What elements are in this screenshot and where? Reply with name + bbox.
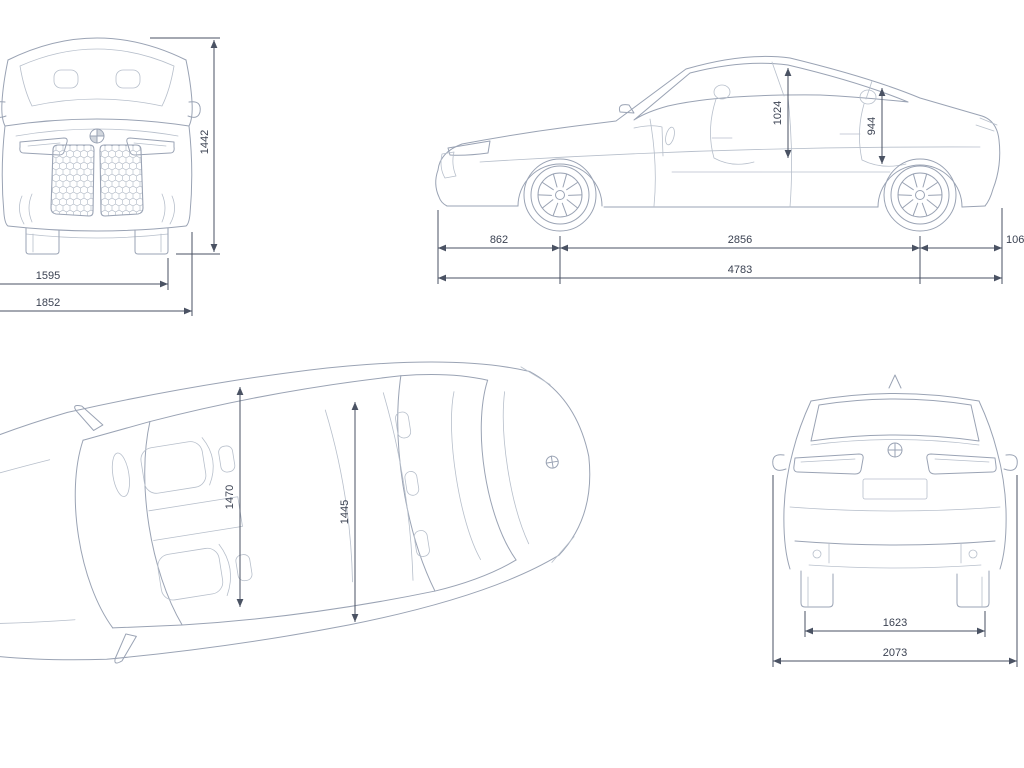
front-headrest-left (53, 69, 79, 89)
rear-view-drawing: 1623 2073 (772, 374, 1018, 667)
top-steering-wheel (111, 452, 130, 497)
taillight-left (793, 453, 864, 475)
rear-mirror-right (1003, 454, 1018, 471)
rear-seat-headrest (859, 89, 877, 105)
side-dimensions (437, 68, 1003, 284)
front-mirror-right (187, 101, 201, 118)
front-headrest-right (115, 69, 141, 89)
front-wheel (523, 158, 597, 232)
rear-mirror-left (772, 454, 787, 471)
rear-reflector-left (812, 549, 822, 559)
rear-dimensions (772, 475, 1018, 667)
dim-headroom-rear-label: 944 (866, 117, 878, 135)
rear-window (810, 398, 980, 442)
front-seat-left (140, 441, 207, 494)
top-dimensions (236, 387, 359, 622)
top-mirror-right (114, 633, 137, 664)
steering-wheel (665, 126, 675, 146)
windshield-cowl-line (74, 439, 114, 629)
front-seat-headrest (713, 84, 731, 100)
dim-wheelbase-label: 2856 (728, 234, 752, 246)
rear-tire-left (800, 570, 834, 608)
rear-wheel (883, 158, 957, 232)
rear-reflector-right (968, 549, 978, 559)
dim-interior-width-front-label: 1470 (224, 485, 236, 509)
dim-length-label: 4783 (728, 264, 752, 276)
dim-front-track-label: 1595 (36, 270, 60, 282)
front-wheel-arch (517, 163, 603, 207)
top-bmw-roundel-icon (545, 455, 559, 469)
top-car-outline (0, 361, 591, 664)
dim-interior-width-rear-label: 1445 (339, 500, 351, 524)
side-headlight (447, 140, 491, 156)
top-mirror-left (74, 404, 104, 431)
top-interior (111, 392, 430, 601)
side-interior (633, 84, 907, 173)
kidney-grille-right (99, 144, 144, 217)
dim-width-mirrors-label: 2073 (883, 647, 907, 659)
side-car-outline (435, 55, 1001, 232)
front-view-drawing: 1442 1595 1852 (0, 37, 220, 316)
top-view-drawing: 1470 1445 (0, 361, 591, 664)
bmw-roundel-icon (89, 128, 105, 144)
front-mirror-left (0, 101, 7, 118)
dim-track-rear-label: 1623 (883, 617, 907, 629)
kidney-grille-left (50, 144, 95, 217)
rear-tire-right (956, 570, 990, 608)
rear-bench (324, 392, 414, 583)
dim-overhang-front-label: 862 (490, 234, 508, 246)
dim-front-height-label: 1442 (199, 130, 211, 154)
dim-front-width-label: 1852 (36, 297, 60, 309)
side-mirror (618, 104, 635, 114)
rear-bmw-roundel-icon (887, 442, 903, 458)
front-tire-right (134, 227, 169, 255)
license-plate-recess (862, 478, 928, 500)
dim-overhang-rear-label: 1065 (1006, 234, 1024, 246)
front-dimensions (0, 37, 220, 316)
side-view-drawing: 1024 944 862 2856 1065 4783 (435, 55, 1024, 284)
front-seat-right (157, 547, 224, 601)
front-car-outline (0, 37, 201, 255)
side-window-outline (633, 62, 909, 121)
rear-car-outline (772, 374, 1018, 608)
front-tire-left (25, 227, 60, 255)
rear-window-line (480, 379, 517, 561)
taillight-right (926, 453, 997, 475)
shark-fin-antenna (888, 374, 902, 389)
rear-wheel-arch (877, 164, 963, 208)
dim-headroom-front-label: 1024 (772, 101, 784, 125)
